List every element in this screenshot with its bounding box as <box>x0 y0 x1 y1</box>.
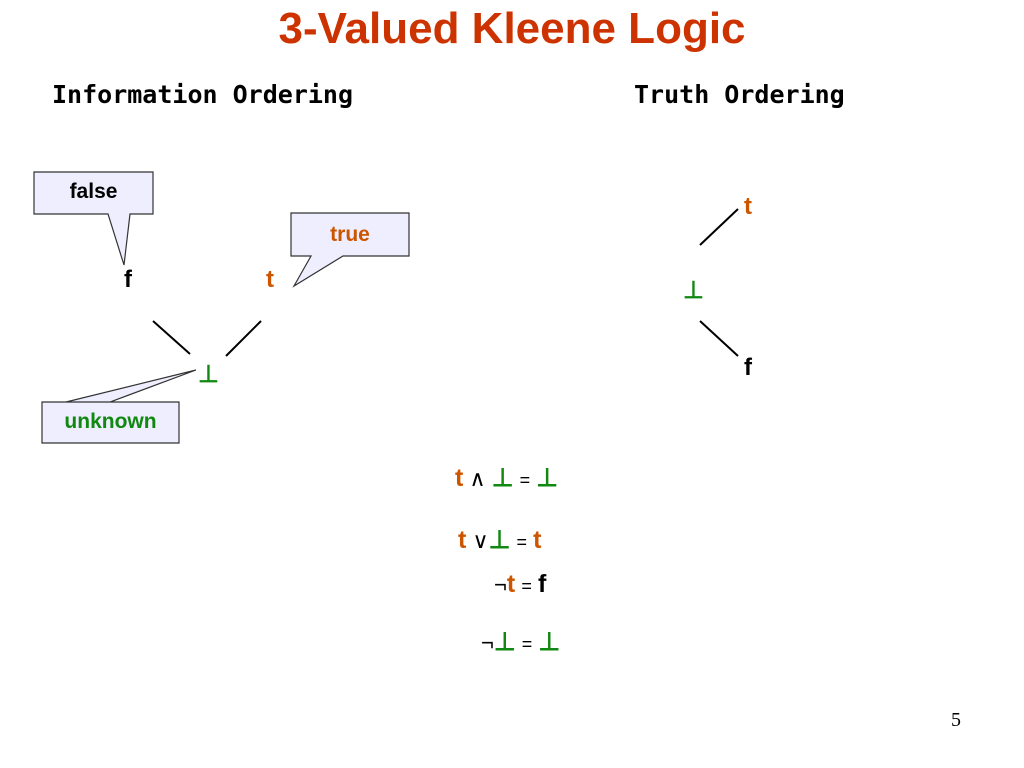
or-operator: ∨ <box>472 528 489 553</box>
edge-t-bottom <box>225 320 262 357</box>
equation-not-t: ¬t = f <box>494 570 546 599</box>
truth-node-t: t <box>744 193 752 220</box>
edge-bottom-t <box>699 208 739 246</box>
true-callout-shape <box>290 212 410 288</box>
equation-or-right: ⊥ <box>488 526 511 554</box>
equation-and-right: ⊥ <box>491 464 514 492</box>
equation-not-t-equals: = <box>521 576 532 596</box>
equation-not-bottom-equals: = <box>521 634 533 654</box>
equation-and-equals: = <box>519 470 531 490</box>
page-title: 3-Valued Kleene Logic <box>278 4 746 53</box>
info-node-bottom: ⊥ <box>198 361 219 388</box>
not-operator: ¬ <box>481 630 494 655</box>
equation-not-bottom: ¬⊥ = ⊥ <box>481 627 560 657</box>
equation-or-equals: = <box>516 532 527 552</box>
equation-and-left: t <box>455 464 464 492</box>
information-ordering-heading: Information Ordering <box>52 80 354 109</box>
and-operator: ∧ <box>469 466 486 491</box>
info-node-f: f <box>124 266 132 293</box>
unknown-callout-label: unknown <box>64 410 157 433</box>
truth-node-bottom: ⊥ <box>683 277 704 304</box>
equation-or-result: t <box>533 526 542 554</box>
equation-or: t ∨⊥ = t <box>458 525 541 555</box>
edge-bottom-f <box>699 320 739 357</box>
truth-node-f: f <box>744 354 752 381</box>
not-operator: ¬ <box>494 572 507 597</box>
edge-f-bottom <box>152 320 191 355</box>
equation-not-t-arg: t <box>506 570 516 598</box>
equation-and: t ∧ ⊥ = ⊥ <box>455 463 558 493</box>
info-node-t: t <box>266 266 274 293</box>
equation-not-bottom-arg: ⊥ <box>493 628 516 656</box>
unknown-callout-shape <box>41 369 197 444</box>
equation-not-bottom-result: ⊥ <box>538 628 561 656</box>
truth-ordering-heading: Truth Ordering <box>634 80 845 109</box>
equation-or-left: t <box>458 526 467 554</box>
false-callout-label: false <box>69 180 118 203</box>
equation-not-t-result: f <box>537 570 547 598</box>
true-callout-label: true <box>330 223 370 246</box>
equation-and-result: ⊥ <box>536 464 559 492</box>
page-number: 5 <box>951 709 961 731</box>
false-callout-shape <box>33 171 154 266</box>
